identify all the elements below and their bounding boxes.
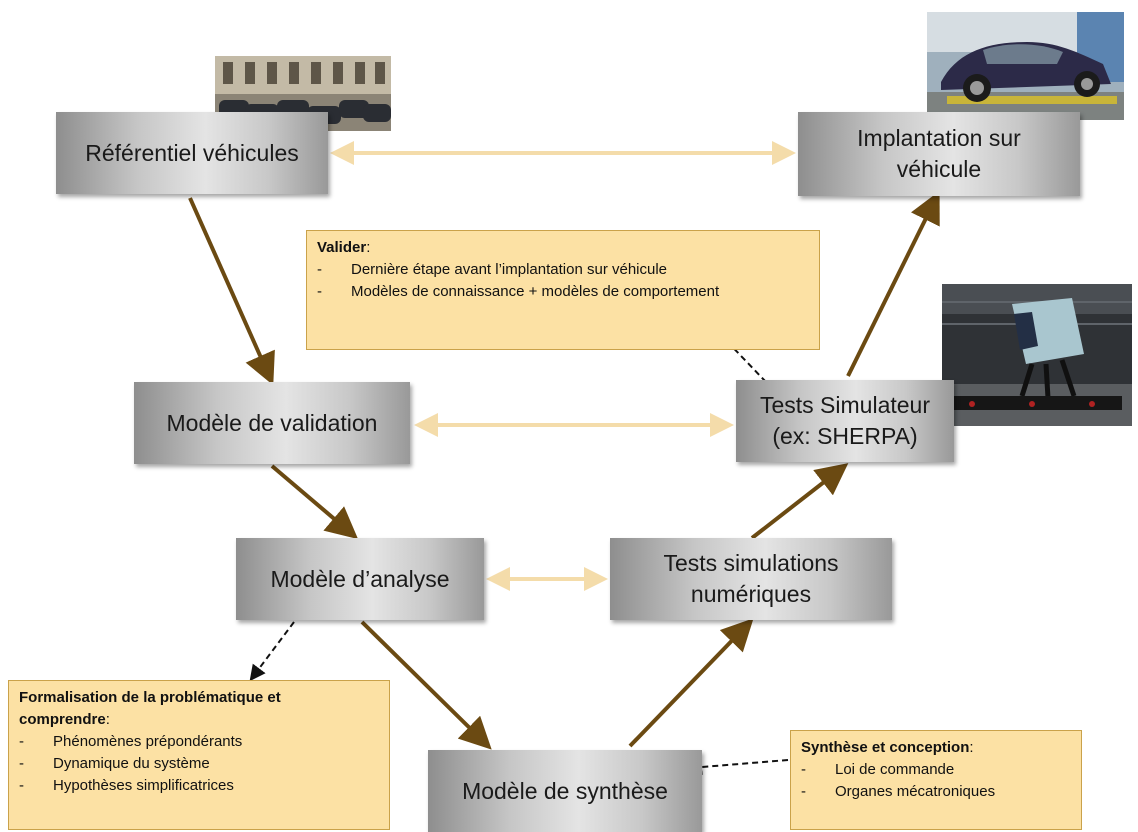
note-formalisation-heading: Formalisation de la problématique et com… bbox=[19, 689, 281, 728]
box-modele-d-analyse: Modèle d’analyse bbox=[236, 538, 484, 620]
note-valider-heading: Valider: bbox=[317, 239, 371, 256]
box-validation-label: Modèle de validation bbox=[166, 409, 378, 436]
note-synthese-item: -Organes mécatroniques bbox=[801, 783, 996, 800]
box-synthese-label: Modèle de synthèse bbox=[462, 777, 668, 804]
box-tests-simulations-numeriques: Tests simulations numériques bbox=[610, 538, 892, 620]
note-formalisation-item: -Hypothèses simplificatrices bbox=[19, 777, 234, 794]
arrow-tests-simulations-to-simulateur bbox=[750, 463, 849, 540]
box-implantation-sur-vehicule: Implantation sur véhicule bbox=[798, 112, 1080, 196]
car-on-test-bench-photo bbox=[927, 12, 1124, 120]
box-analyse-label: Modèle d’analyse bbox=[270, 565, 450, 592]
note-formalisation-item: -Phénomènes prépondérants bbox=[19, 733, 243, 750]
box-modele-de-synthese: Modèle de synthèse bbox=[428, 750, 702, 832]
note-valider-item: -Dernière étape avant l’implantation sur… bbox=[317, 261, 668, 278]
note-synthese-heading: Synthèse et conception: bbox=[801, 739, 974, 756]
arrow-synthese-to-tests-simulations bbox=[628, 618, 754, 748]
note-valider-item: -Modèles de connaissance + modèles de co… bbox=[317, 283, 720, 300]
box-simulateur-label-line1: Tests Simulateur bbox=[759, 392, 930, 418]
box-referentiel-label: Référentiel véhicules bbox=[85, 139, 299, 166]
arrow-simulateur-to-implantation bbox=[846, 190, 940, 377]
note-synthese-conception: Synthèse et conception: -Loi de commande… bbox=[790, 730, 1082, 830]
box-modele-de-validation: Modèle de validation bbox=[134, 382, 410, 464]
box-implantation-label: Implantation sur véhicule bbox=[857, 125, 1021, 182]
box-tests-simulateur: Tests Simulateur (ex: SHERPA) bbox=[736, 380, 954, 462]
arrow-analyse-to-synthese bbox=[360, 620, 492, 750]
driving-simulator-photo bbox=[942, 284, 1132, 426]
arrow-validation-to-analyse bbox=[270, 464, 359, 540]
box-tests-simulations-label: Tests simulations numériques bbox=[663, 550, 839, 607]
note-valider: Valider: -Dernière étape avant l’implant… bbox=[306, 230, 820, 350]
note-formalisation-item: -Dynamique du système bbox=[19, 755, 210, 772]
arrow-referentiel-to-validation bbox=[188, 197, 275, 386]
box-simulateur-label-line2: (ex: SHERPA) bbox=[772, 423, 918, 449]
box-referentiel-vehicules: Référentiel véhicules bbox=[56, 112, 328, 194]
pointer-synthese-note-to-synthese bbox=[686, 759, 789, 775]
pointer-analyse-to-formalisation bbox=[249, 613, 301, 682]
note-synthese-item: -Loi de commande bbox=[801, 761, 955, 778]
note-formalisation: Formalisation de la problématique et com… bbox=[8, 680, 390, 830]
